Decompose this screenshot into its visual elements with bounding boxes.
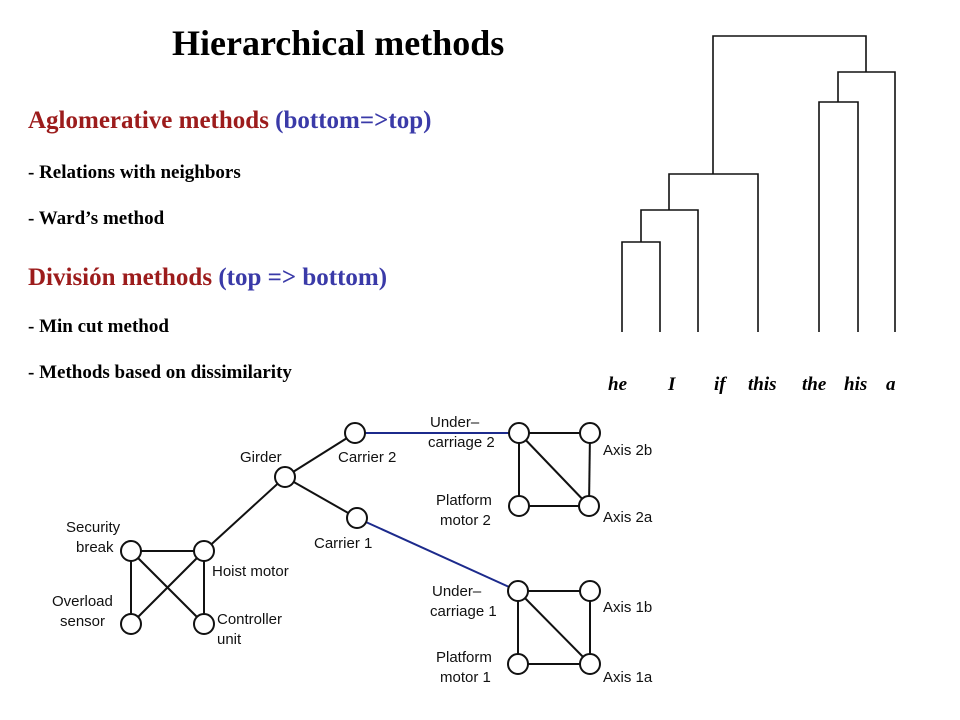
graph-edge (517, 590, 591, 665)
bullet-wards-method: - Ward’s method (28, 208, 165, 229)
dendrogram-leaf: this (748, 374, 777, 395)
dendrogram-leaf: he (608, 374, 628, 395)
label-platform-1b: motor 1 (440, 669, 491, 686)
label-girder: Girder (240, 449, 282, 466)
dendrogram-merge-2 (640, 209, 699, 332)
label-under-1a: Under– (432, 583, 482, 600)
label-overload: Overload (52, 593, 113, 610)
dendrogram-merge-1 (621, 241, 661, 332)
dendrogram: he I if this the his a (608, 35, 896, 395)
label-platform-2b: motor 2 (440, 512, 491, 529)
node-hoist-motor (193, 540, 215, 562)
agglomerative-heading: Aglomerative methods (bottom=>top) (28, 107, 431, 135)
page-title: Hierarchical methods (172, 23, 505, 63)
label-security: Security (66, 519, 121, 536)
node-axis-1b (579, 580, 601, 602)
agglomerative-direction: (bottom=>top) (275, 107, 432, 134)
bullet-relations-neighbors: - Relations with neighbors (28, 162, 241, 183)
graph-edge (130, 550, 205, 625)
label-controller: Controller (217, 611, 282, 628)
division-heading: División methods (top => bottom) (28, 264, 387, 292)
label-hoist-motor: Hoist motor (212, 563, 289, 580)
dendrogram-leaf: the (802, 374, 827, 395)
component-graph: Security break Overload sensor Hoist mot… (52, 414, 653, 686)
graph-edge (203, 476, 286, 552)
agglomerative-heading-text: Aglomerative methods (28, 107, 269, 134)
node-axis-2b (579, 422, 601, 444)
node-platform-motor-2 (508, 495, 530, 517)
graph-edge (588, 432, 591, 507)
label-axis-1a: Axis 1a (603, 669, 653, 686)
label-platform-1a: Platform (436, 649, 492, 666)
division-direction: (top => bottom) (218, 264, 388, 291)
dendrogram-merge-6 (712, 35, 867, 174)
graph-edge (284, 432, 356, 478)
node-security-break (120, 540, 142, 562)
node-under-carriage-1 (507, 580, 529, 602)
label-carrier-2: Carrier 2 (338, 449, 396, 466)
graph-edge-blue (356, 517, 519, 592)
label-under-2a: Under– (430, 414, 480, 431)
dendrogram-leaf: if (714, 374, 727, 395)
dendrogram-merge-4 (818, 101, 859, 332)
node-overload-sensor (120, 613, 142, 635)
label-carrier-1: Carrier 1 (314, 535, 372, 552)
bullet-min-cut: - Min cut method (28, 316, 169, 337)
node-carrier-2 (344, 422, 366, 444)
dendrogram-merge-5 (837, 71, 896, 332)
label-platform-2a: Platform (436, 492, 492, 509)
dendrogram-merge-3 (668, 173, 759, 332)
node-platform-motor-1 (507, 653, 529, 675)
label-axis-2b: Axis 2b (603, 442, 652, 459)
label-under-1b: carriage 1 (430, 603, 497, 620)
label-axis-2a: Axis 2a (603, 509, 653, 526)
label-unit: unit (217, 631, 242, 648)
label-break: break (76, 539, 114, 556)
node-axis-2a (578, 495, 600, 517)
node-axis-1a (579, 653, 601, 675)
bullet-dissimilarity: - Methods based on dissimilarity (28, 362, 292, 383)
dendrogram-leaf: his (844, 374, 867, 395)
graph-edge (518, 432, 590, 507)
label-axis-1b: Axis 1b (603, 599, 652, 616)
dendrogram-leaf: a (886, 374, 896, 395)
node-girder (274, 466, 296, 488)
node-under-carriage-2 (508, 422, 530, 444)
dendrogram-leaf: I (667, 374, 676, 395)
division-heading-text: División methods (28, 264, 213, 291)
node-carrier-1 (346, 507, 368, 529)
graph-edge (284, 476, 358, 519)
label-sensor: sensor (60, 613, 105, 630)
node-controller-unit (193, 613, 215, 635)
label-under-2b: carriage 2 (428, 434, 495, 451)
